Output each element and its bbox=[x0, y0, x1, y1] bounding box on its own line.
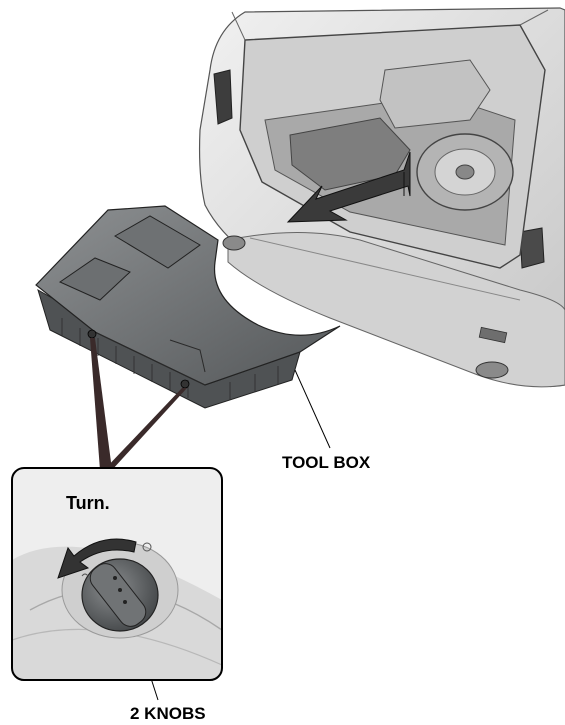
knob-grip bbox=[89, 563, 147, 627]
tool-box-tray bbox=[35, 205, 341, 409]
tray-knob-left bbox=[87, 329, 97, 339]
cargo-module bbox=[379, 59, 491, 129]
knobs-label: 2 KNOBS bbox=[130, 704, 206, 723]
turn-label: Turn. bbox=[66, 493, 110, 513]
tray-compartment-left bbox=[58, 257, 131, 301]
tray-knob-right bbox=[180, 379, 190, 389]
curved-arrow-counterclockwise-icon bbox=[57, 538, 137, 579]
right-exhaust-tip bbox=[475, 361, 509, 379]
left-exhaust-tip bbox=[222, 235, 246, 251]
tool-box-label: TOOL BOX bbox=[282, 453, 371, 472]
left-tail-light bbox=[213, 69, 233, 125]
tray-compartment-right bbox=[114, 215, 201, 269]
tray-top-surface bbox=[35, 205, 341, 386]
arrow-left-down-icon bbox=[286, 151, 411, 223]
knob-detail-inset bbox=[11, 467, 223, 681]
right-tail-light bbox=[519, 227, 545, 269]
